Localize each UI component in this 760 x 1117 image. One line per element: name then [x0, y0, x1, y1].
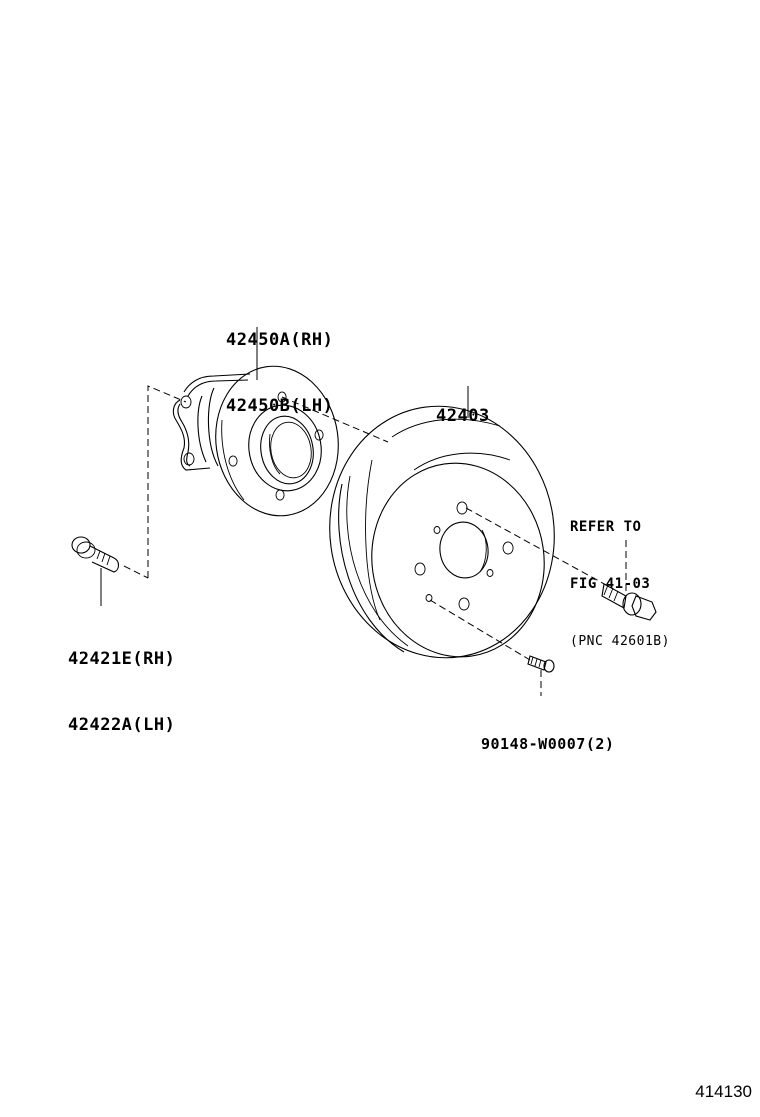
reference-line-1: REFER TO — [570, 519, 642, 535]
part-number-drum: 42403 — [436, 406, 490, 426]
part-number-bolt-lh: 42422A(LH) — [68, 715, 176, 735]
hub-bolt-drawing — [71, 536, 120, 573]
assembly-lines — [123, 385, 609, 661]
wheel-stud-drawing — [601, 583, 657, 621]
callout-drum: 42403 — [436, 361, 490, 471]
part-number-hub-lh: 42450B(LH) — [226, 396, 334, 416]
hub-assembly-drawing — [172, 365, 339, 517]
part-number-screw: 90148-W0007(2) — [481, 735, 615, 753]
callout-hub: 42450A(RH) 42450B(LH) — [226, 285, 333, 461]
callout-hub-bolt: 42421E(RH) 42422A(LH) — [68, 604, 175, 780]
figure-number: 414130 — [695, 1082, 752, 1101]
drum-screw-drawing — [527, 655, 555, 673]
part-number-hub-rh: 42450A(RH) — [226, 330, 334, 350]
leader-lines — [100, 327, 627, 696]
part-number-bolt-rh: 42421E(RH) — [68, 649, 176, 669]
reference-line-2: FIG 41-03 — [570, 576, 651, 592]
callout-drum-screw: 90148-W0007(2) — [481, 697, 614, 792]
brake-drum-drawing — [329, 405, 555, 659]
reference-pnc: (PNC 42601B) — [570, 634, 670, 649]
callout-reference: REFER TO FIG 41-03 (PNC 42601B) — [570, 480, 670, 689]
